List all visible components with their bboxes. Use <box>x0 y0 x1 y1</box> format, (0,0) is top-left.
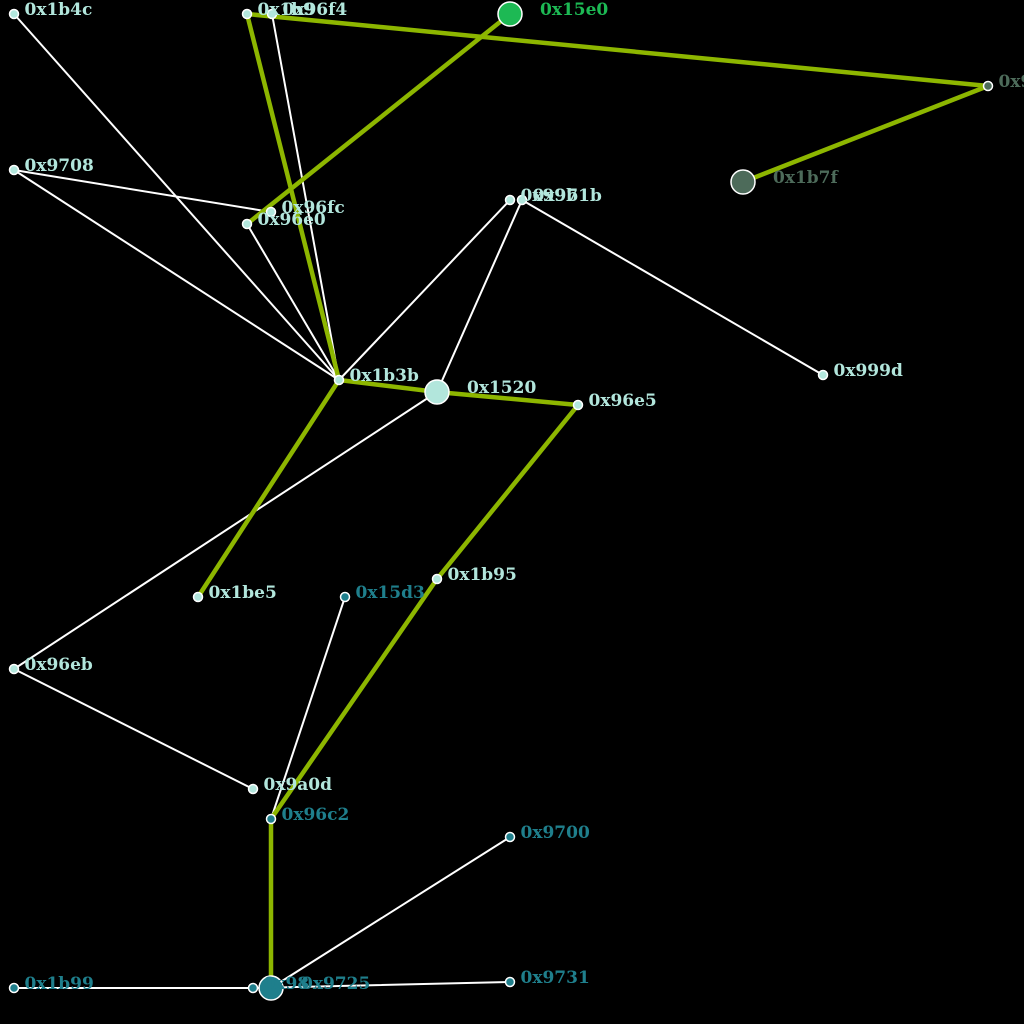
node-label-0x96eb: 0x96eb <box>25 655 93 675</box>
node-label-0x1be5: 0x1be5 <box>209 583 277 603</box>
edge-0x1b3b-0x99b <box>338 199 511 381</box>
node-0x9731[interactable] <box>504 976 516 988</box>
edge-0x1520-0x96e5 <box>434 389 581 408</box>
node-label-0x9731: 0x9731 <box>521 968 590 988</box>
edge-0x96f4-0x1b3b <box>271 13 340 381</box>
edge-0x9-0x1b7f <box>740 83 991 185</box>
node-label-0x1b7f: 0x1b7f <box>773 168 840 188</box>
edge-0x971b-0x1520 <box>436 199 523 393</box>
node-label-0x9a0d: 0x9a0d <box>264 775 333 795</box>
edges-layer <box>13 11 991 991</box>
edge-0x96e5-0x1b95 <box>434 402 581 582</box>
edge-0x96eb-0x9a0d <box>13 668 254 790</box>
edge-0x1b3b-0x1be5 <box>195 377 342 600</box>
node-0x15d3[interactable] <box>339 591 351 603</box>
edge-0x9725-0x9700 <box>270 836 511 989</box>
node-label-0x971b: 0x971b <box>533 186 602 206</box>
node-0x9[interactable] <box>982 80 994 92</box>
edge-0x9708-0x1b3b <box>13 169 340 381</box>
node-0x96f4[interactable] <box>266 8 278 20</box>
edge-0x971b-0x999d <box>521 199 824 376</box>
node-label-0x98: 0x98 <box>264 974 310 994</box>
edge-0x1b95-0x96c2 <box>268 576 440 822</box>
node-label-0x9700: 0x9700 <box>521 823 590 843</box>
node-label-0x99b: 0x99b <box>521 186 579 206</box>
node-0x9a0d[interactable] <box>247 783 259 795</box>
edge-0x1b3b-0x1520 <box>336 377 440 395</box>
edge-0x9708-0x96fc <box>13 169 272 213</box>
node-0x1b99[interactable] <box>8 982 20 994</box>
node-label-0x1b4c: 0x1b4c <box>25 0 93 20</box>
node-label-0x9708: 0x9708 <box>25 156 94 176</box>
node-0x96eb[interactable] <box>8 663 20 675</box>
node-0x1b9[interactable] <box>241 8 253 20</box>
node-0x15e0[interactable] <box>497 1 523 27</box>
node-0x96c2[interactable] <box>265 813 277 825</box>
node-0x999d[interactable] <box>817 369 829 381</box>
node-label-0x1b95: 0x1b95 <box>448 565 517 585</box>
node-label-0x15e0: 0x15e0 <box>540 0 608 20</box>
edge-0x96e0-0x1b3b <box>246 223 340 381</box>
node-0x1520[interactable] <box>424 379 450 405</box>
node-0x1be5[interactable] <box>192 591 204 603</box>
node-label-0x1b3b: 0x1b3b <box>350 366 420 386</box>
edge-0x1b9-0x9 <box>244 11 991 89</box>
node-label-0x9725: 0x9725 <box>301 974 370 994</box>
node-label-0x9: 0x9 <box>999 72 1024 92</box>
node-label-0x96f4: 0x96f4 <box>283 0 348 20</box>
node-label-0x1b9: 0x1b9 <box>258 0 316 20</box>
node-0x1b7f[interactable] <box>730 169 756 195</box>
node-0x9708[interactable] <box>8 164 20 176</box>
edge-0x15e0-0x96e0 <box>244 11 513 227</box>
node-label-0x96fc: 0x96fc <box>282 198 345 218</box>
node-0x99b[interactable] <box>504 194 516 206</box>
node-label-0x1b99: 0x1b99 <box>25 974 94 994</box>
node-label-0x96e5: 0x96e5 <box>589 391 657 411</box>
edge-0x15d3-0x96c2 <box>270 596 346 820</box>
node-0x1b95[interactable] <box>431 573 443 585</box>
node-0x9725[interactable] <box>258 975 284 1001</box>
edge-0x1b9-0x1b3b <box>244 11 342 383</box>
node-label-0x15d3: 0x15d3 <box>356 583 425 603</box>
node-0x96fc[interactable] <box>265 206 277 218</box>
node-0x971b[interactable] <box>516 194 528 206</box>
node-0x1b4c[interactable] <box>8 8 20 20</box>
nodes-layer <box>8 1 994 1001</box>
node-label-0x999d: 0x999d <box>834 361 903 381</box>
node-0x96e5[interactable] <box>572 399 584 411</box>
node-0x98[interactable] <box>247 982 259 994</box>
node-label-0x96c2: 0x96c2 <box>282 805 350 825</box>
node-label-0x96e0: 0x96e0 <box>258 210 326 230</box>
edge-0x98-0x9731 <box>252 981 511 989</box>
node-0x9700[interactable] <box>504 831 516 843</box>
node-0x1b3b[interactable] <box>333 374 345 386</box>
node-label-0x1520: 0x1520 <box>467 378 536 398</box>
node-0x96e0[interactable] <box>241 218 253 230</box>
edge-0x1520-0x96eb <box>13 391 438 670</box>
